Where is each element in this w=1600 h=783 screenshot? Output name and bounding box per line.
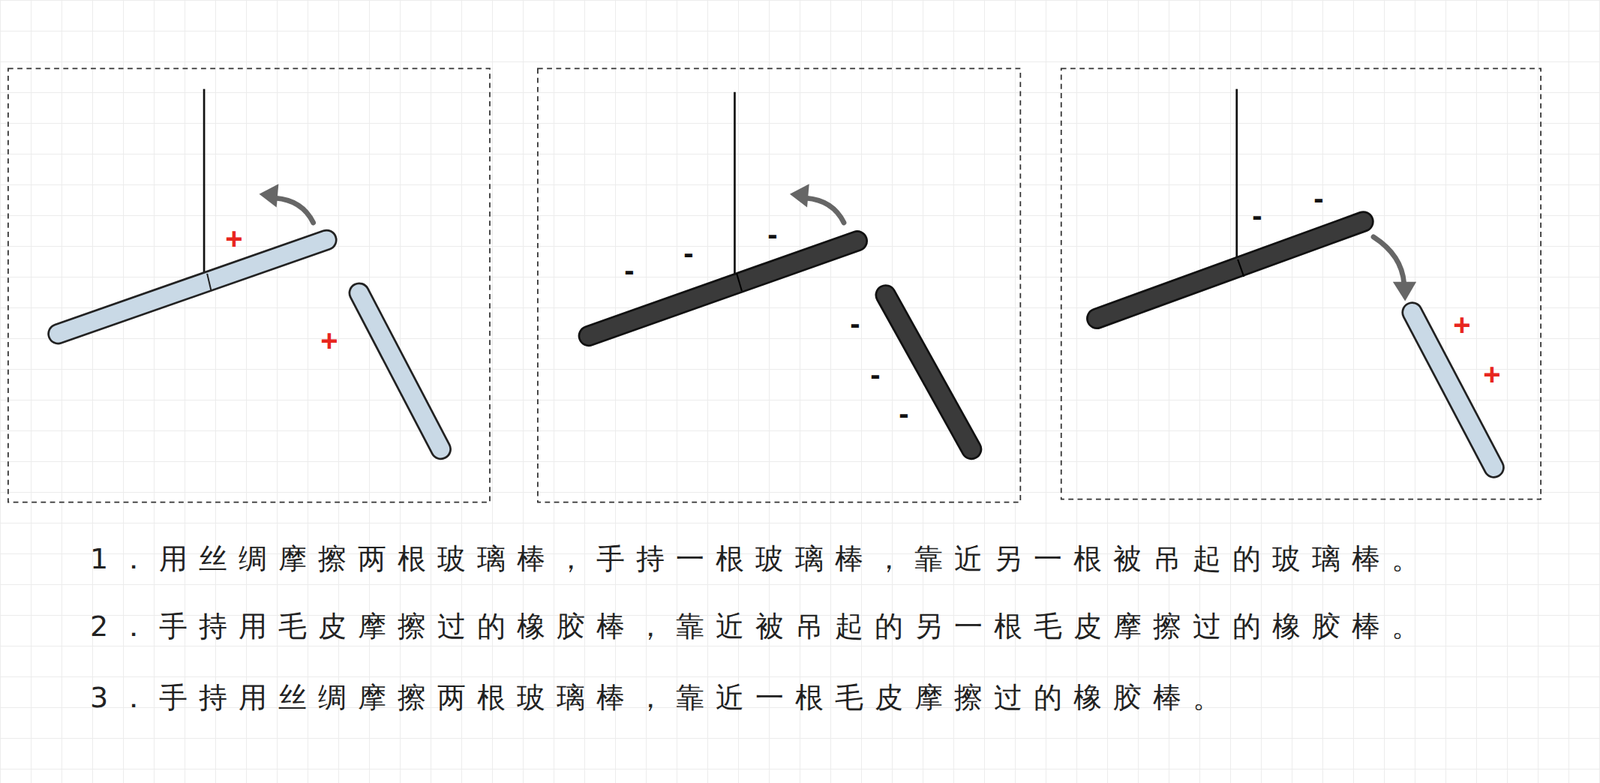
panel-frame — [8, 68, 490, 502]
charge-sign: - — [767, 219, 778, 250]
glass-rod — [1412, 312, 1495, 469]
rotation-arrow — [1373, 237, 1417, 302]
charge-sign: - — [898, 398, 909, 429]
rubber-rod — [885, 294, 972, 449]
panel-frame — [1061, 68, 1541, 499]
charge-sign: - — [624, 255, 634, 286]
glass-rod — [359, 293, 442, 450]
charge-sign: - — [683, 237, 694, 268]
panel-frame — [537, 68, 1021, 502]
step-text: 2．手持用毛皮摩擦过的橡胶棒，靠近被吊起的另一根毛皮摩擦过的橡胶棒。 — [90, 612, 1432, 641]
string — [203, 89, 206, 279]
rubber-rod — [588, 240, 858, 337]
rubber-rod — [1096, 222, 1363, 319]
charge-sign: + — [1482, 359, 1501, 390]
glass-rod — [58, 240, 328, 334]
charge-sign: + — [225, 223, 243, 254]
charge-sign: - — [849, 308, 860, 339]
step-text: 1．用丝绸摩擦两根玻璃棒，手持一根玻璃棒，靠近另一根被吊起的玻璃棒。 — [90, 544, 1432, 574]
charge-sign: + — [320, 325, 338, 356]
string — [1235, 89, 1238, 265]
charge-sign: - — [1251, 200, 1262, 231]
rotation-arrow — [259, 183, 314, 223]
charge-sign: - — [870, 359, 880, 390]
rotation-arrow — [789, 183, 844, 223]
charge-sign: - — [1313, 183, 1324, 214]
step-text: 3．手持用丝绸摩擦两根玻璃棒，靠近一根毛皮摩擦过的橡胶棒。 — [90, 683, 1233, 712]
charge-sign: + — [1452, 309, 1471, 340]
string — [733, 92, 736, 279]
